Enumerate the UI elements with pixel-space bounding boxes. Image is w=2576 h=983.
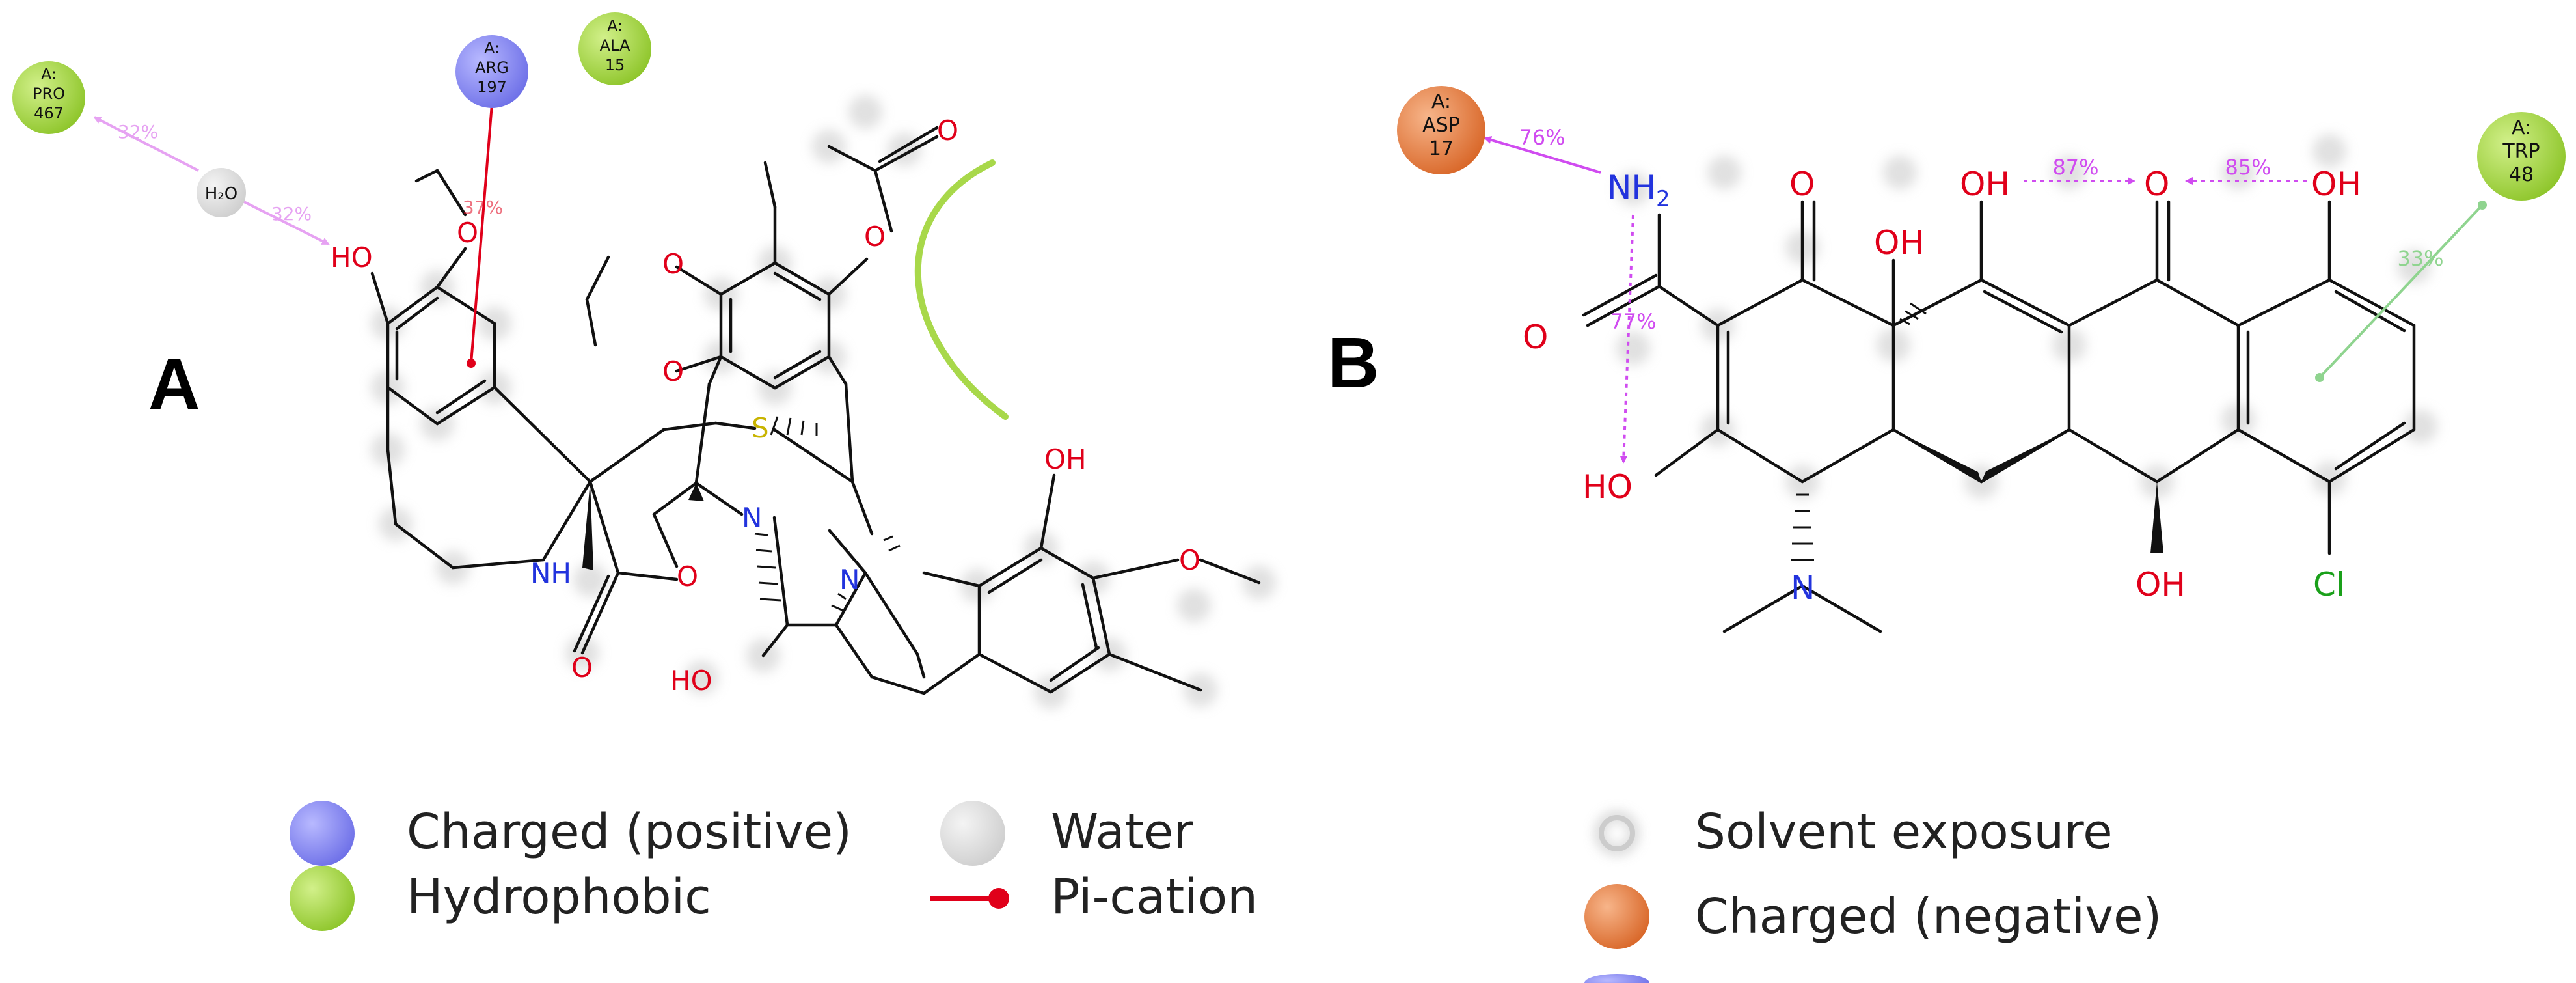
- legend-label: Solvent exposure: [1695, 804, 2113, 860]
- atom-o: O: [677, 561, 698, 592]
- panel-b-hashes: [1791, 302, 1927, 561]
- panel-a-atoms: HO O NH O O S N N HO OH O O O O O: [331, 115, 1200, 697]
- atom-o: O: [864, 221, 886, 253]
- hbond-line: [1620, 214, 1634, 464]
- panel-a-label: A: [148, 344, 200, 424]
- atom-ho: HO: [670, 665, 712, 697]
- atom-nh: NH: [530, 557, 571, 589]
- residue-number: 17: [1429, 137, 1454, 160]
- legend-label: Charged (positive): [407, 804, 852, 860]
- legend-item-pi-cation: Pi-cation: [930, 869, 1258, 925]
- hbond-line: [93, 116, 199, 172]
- atom-oh: OH: [1960, 165, 2010, 203]
- residue-number: 197: [477, 78, 507, 96]
- panel-b-interactions: 76% 77% 87% 85% 33%: [1484, 125, 2487, 464]
- residue-name: TRP: [2502, 140, 2540, 163]
- panel-a-stereo-wedges: [754, 416, 901, 612]
- residue-chain: A:: [607, 17, 623, 35]
- residue-chain: A:: [2512, 117, 2531, 139]
- wedge-ch2: [1893, 430, 1981, 482]
- legend-label: Hydrophobic: [407, 869, 711, 925]
- legend-item-solvent-exposure: Solvent exposure: [1595, 804, 2113, 860]
- pi-pi-line: [2318, 204, 2484, 379]
- interaction-pct: 76%: [1519, 125, 1565, 150]
- wedge-spiro: [582, 482, 593, 570]
- atom-oh: OH: [2311, 165, 2361, 203]
- legend-label: Pi-cation: [1051, 869, 1258, 925]
- residue-trp: A: TRP 48: [2477, 112, 2566, 201]
- residue-number: 15: [605, 56, 625, 74]
- panel-b-atoms: NH2 O HO O OH OH O OH N OH Cl: [1523, 165, 2361, 607]
- pi-cation-line: [470, 104, 493, 364]
- atom-o: O: [662, 355, 684, 387]
- pi-cation-dot: [467, 359, 476, 368]
- panel-b-label: B: [1327, 323, 1379, 403]
- residue-chain: A:: [1431, 90, 1451, 113]
- interaction-pct: 32%: [271, 203, 312, 225]
- atom-oh: OH: [1044, 443, 1087, 475]
- atom-nh2: NH2: [1607, 169, 1670, 212]
- atom-o: O: [937, 115, 958, 146]
- interaction-pct: 33%: [2397, 246, 2443, 271]
- atom-ho: HO: [1582, 468, 1633, 506]
- residue-asp: A: ASP 17: [1397, 86, 1485, 174]
- interaction-pct: 85%: [2225, 155, 2271, 180]
- hbond-line: [243, 201, 330, 245]
- atom-n: N: [1791, 569, 1815, 607]
- residue-chain: A:: [41, 65, 57, 83]
- residue-chain: A:: [484, 39, 500, 57]
- hbond-line: [1484, 136, 1601, 174]
- legend-item-water: Water: [940, 801, 1193, 866]
- residue-name: ALA: [600, 36, 630, 55]
- wedge-ring: [688, 483, 704, 501]
- hydrophobic-arc: [914, 159, 1009, 420]
- atom-ho: HO: [331, 242, 373, 273]
- residue-number: 467: [34, 104, 64, 122]
- legend: Charged (positive) Hydrophobic Water Pi-…: [290, 801, 2162, 983]
- water-molecule: H₂O: [197, 168, 246, 217]
- pi-pi-dot: [2315, 373, 2324, 382]
- residue-ala: A: ALA 15: [578, 12, 651, 85]
- legend-item-partial: [1584, 974, 1649, 983]
- atom-o: O: [457, 217, 478, 249]
- atom-o: O: [662, 248, 684, 280]
- atom-o: O: [1523, 318, 1548, 356]
- residue-number: 48: [2509, 163, 2534, 186]
- atom-o: O: [1179, 544, 1200, 576]
- interaction-pct: 32%: [118, 121, 158, 143]
- panel-a-solvent-halos: [371, 95, 1276, 709]
- water-label: H₂O: [205, 184, 237, 204]
- legend-item-charged-positive: Charged (positive): [290, 801, 852, 866]
- panel-a: A: [12, 12, 1276, 709]
- atom-o: O: [2144, 165, 2169, 203]
- residue-name: ASP: [1422, 114, 1460, 137]
- residue-name: ARG: [475, 59, 509, 77]
- atom-o: O: [571, 652, 593, 684]
- atom-n: N: [839, 564, 860, 596]
- atom-oh: OH: [2135, 566, 2186, 603]
- atom-n: N: [742, 502, 762, 534]
- atom-oh: OH: [1874, 224, 1924, 262]
- wedge-ch2-right: [1981, 430, 2069, 482]
- pi-pi-dot: [2478, 201, 2487, 210]
- atom-s: S: [752, 412, 769, 444]
- panel-b: B: [1327, 86, 2566, 633]
- wedge-oh-bottom: [2150, 482, 2163, 553]
- legend-item-hydrophobic: Hydrophobic: [290, 866, 711, 931]
- legend-item-charged-negative: Charged (negative): [1584, 884, 2162, 949]
- interaction-pct: 77%: [1610, 309, 1656, 334]
- residue-arg: A: ARG 197: [455, 35, 528, 108]
- residue-pro: A: PRO 467: [12, 61, 85, 134]
- atom-cl: Cl: [2313, 566, 2345, 603]
- panel-a-interactions: 32% 32% 37%: [93, 104, 503, 368]
- interaction-pct: 37%: [463, 197, 503, 218]
- panel-a-bonds: [370, 126, 1261, 695]
- interaction-pct: 87%: [2052, 155, 2098, 180]
- legend-label: Charged (negative): [1695, 889, 2162, 945]
- residue-name: PRO: [33, 85, 65, 103]
- atom-o: O: [1789, 165, 1815, 203]
- legend-label: Water: [1051, 804, 1193, 860]
